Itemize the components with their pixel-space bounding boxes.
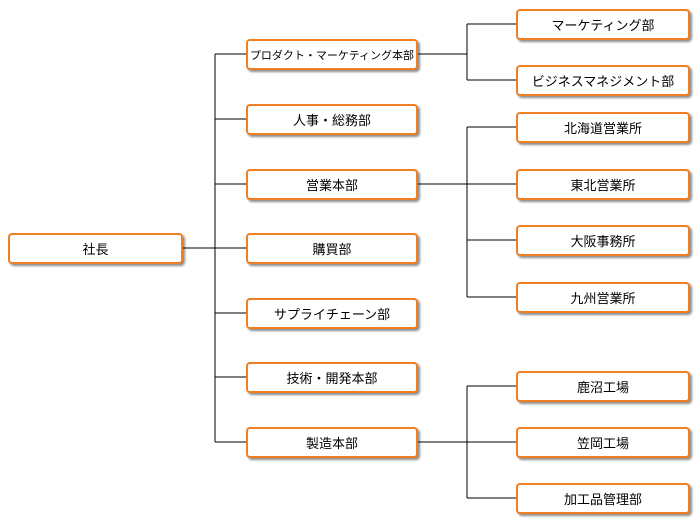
node-osaka-office: 大阪事務所 [516, 225, 690, 256]
node-manufacturing: 製造本部 [246, 427, 418, 458]
node-processed-goods: 加工品管理部 [516, 483, 690, 514]
node-hr-general: 人事・総務部 [246, 104, 418, 135]
node-president: 社長 [8, 233, 183, 264]
node-tohoku-office: 東北営業所 [516, 169, 690, 200]
node-kyushu-office: 九州営業所 [516, 282, 690, 313]
node-sales: 営業本部 [246, 169, 418, 200]
node-hokkaido-office: 北海道営業所 [516, 112, 690, 143]
node-business-management: ビジネスマネジメント部 [516, 65, 690, 96]
node-supply-chain: サプライチェーン部 [246, 298, 418, 329]
node-marketing: マーケティング部 [516, 9, 690, 40]
node-kanuma-factory: 鹿沼工場 [516, 371, 690, 402]
node-tech-dev: 技術・開発本部 [246, 362, 418, 393]
node-product-marketing: プロダクト・マーケティング本部 [246, 39, 418, 70]
node-purchasing: 購買部 [246, 233, 418, 264]
node-kasama-factory: 笠岡工場 [516, 427, 690, 458]
